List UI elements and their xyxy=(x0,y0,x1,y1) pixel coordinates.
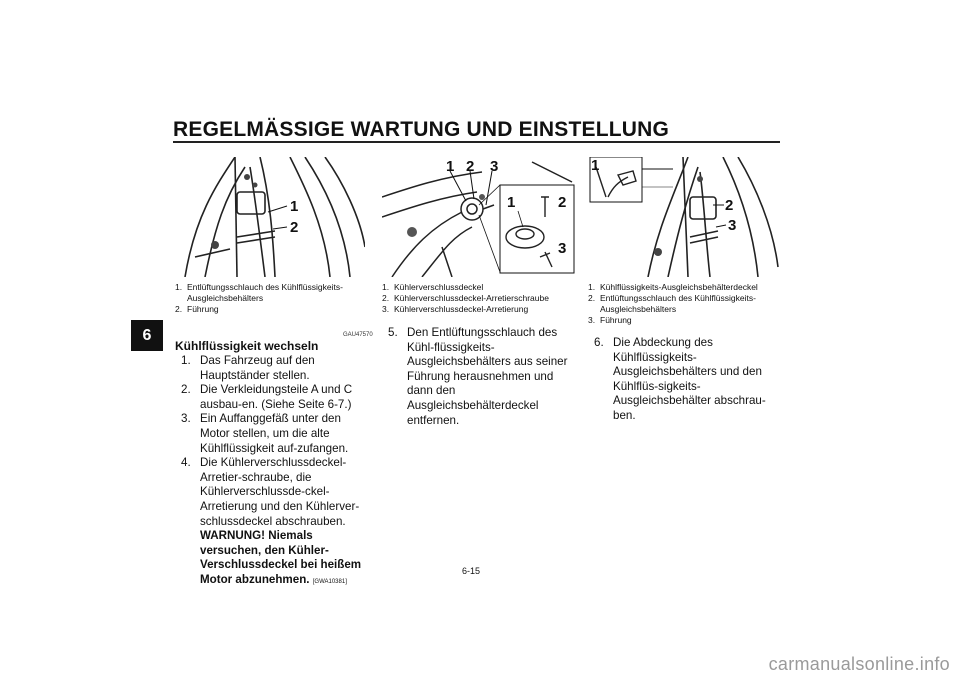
inset-callout-1: 1 xyxy=(507,194,516,211)
section-code: GAU47570 xyxy=(343,332,373,338)
legend-item: 2.Entlüftungsschlauch des Kühlflüssigkei… xyxy=(588,293,756,314)
figure-3-photo: 1 2 3 xyxy=(588,157,781,277)
legend-item: 1.Kühlerverschlussdeckel xyxy=(382,282,484,292)
inset-callout-2: 2 xyxy=(558,194,567,211)
callout-1: 1 xyxy=(446,158,455,175)
radiator-hose-illustration xyxy=(184,157,365,277)
inset-callout-3: 3 xyxy=(558,240,567,257)
step-2: 2.Die Verkleidungsteile A und C ausbau-e… xyxy=(181,383,353,411)
step-3: 3.Ein Auffanggefäß unter den Motor stell… xyxy=(181,412,349,455)
callout-3: 3 xyxy=(490,158,499,175)
chapter-tab: 6 xyxy=(131,320,163,351)
step-6: 6.Die Abdeckung des Kühlflüssigkeits-Aus… xyxy=(594,336,766,422)
callout-2: 2 xyxy=(725,197,734,214)
title-rule xyxy=(173,141,780,143)
radiator-cap-illustration xyxy=(382,161,575,277)
step-4-text: Die Kühlerverschlussdeckel-Arretier-schr… xyxy=(200,456,360,528)
step-4: 4. Die Kühlerverschlussdeckel-Arretier-s… xyxy=(175,456,367,589)
page-number: 6-15 xyxy=(462,566,481,576)
callout-1: 1 xyxy=(591,157,600,174)
warning-code: [GWA10381] xyxy=(312,578,347,585)
legend-item: 1.Kühlflüssigkeits-Ausgleichsbehälterdec… xyxy=(588,282,758,292)
step-1: 1.Das Fahrzeug auf den Hauptständer stel… xyxy=(181,354,315,382)
legend-item: 2.Kühlerverschlussdeckel-Arretierschraub… xyxy=(382,293,549,303)
legend-item: 3.Führung xyxy=(588,315,632,325)
steps-list-3: 6.Die Abdeckung des Kühlflüssigkeits-Aus… xyxy=(588,336,783,424)
footer-watermark: carmanualsonline.info xyxy=(768,654,950,674)
steps-list: 1.Das Fahrzeug auf den Hauptständer stel… xyxy=(175,354,367,590)
callout-2: 2 xyxy=(290,219,299,236)
callout-2: 2 xyxy=(466,158,475,175)
section-heading: Kühlflüssigkeit wechseln xyxy=(175,339,319,353)
callout-3: 3 xyxy=(728,217,737,234)
legend-item: 2.Führung xyxy=(175,304,219,314)
figure-3-legend: 1.Kühlflüssigkeits-Ausgleichsbehälterdec… xyxy=(588,282,783,326)
step-5: 5.Den Entlüftungsschlauch des Kühl-flüss… xyxy=(388,326,568,427)
figure-2-photo: 1 2 3 1 2 3 xyxy=(382,157,577,277)
page-title: REGELMÄSSIGE WARTUNG UND EINSTELLUNG xyxy=(173,118,670,141)
figure-1-legend: 1.Entlüftungsschlauch des Kühlflüssigkei… xyxy=(175,282,365,315)
figure-2-legend: 1.Kühlerverschlussdeckel 2.Kühlerverschl… xyxy=(382,282,577,315)
steps-list-2: 5.Den Entlüftungsschlauch des Kühl-flüss… xyxy=(382,326,574,428)
callout-1: 1 xyxy=(290,198,299,215)
figure-1-photo: 1 2 xyxy=(175,157,365,277)
coolant-reservoir-illustration xyxy=(589,157,779,277)
warning-text: WARNUNG! Niemals versuchen, den Kühler-V… xyxy=(200,529,362,586)
legend-item: 3.Kühlerverschlussdeckel-Arretierung xyxy=(382,304,529,314)
legend-item: 1.Entlüftungsschlauch des Kühlflüssigkei… xyxy=(175,282,343,303)
